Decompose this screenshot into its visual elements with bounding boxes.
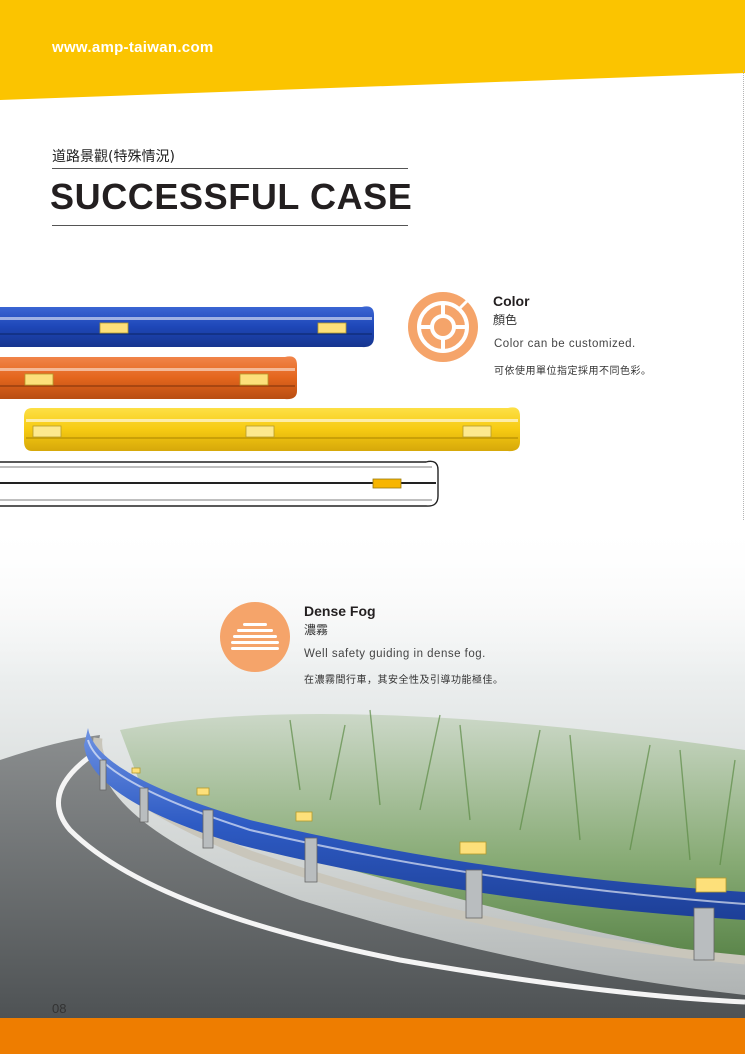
color-feature-description-zh: 可依使用單位指定採用不同色彩。 bbox=[494, 366, 652, 377]
fog-icon bbox=[220, 602, 290, 672]
guardrail-orange bbox=[0, 356, 297, 400]
color-feature-title: Color bbox=[493, 293, 530, 309]
fog-feature-description-zh: 在濃霧間行車，其安全性及引導功能極佳。 bbox=[304, 675, 504, 686]
header-band bbox=[0, 0, 745, 100]
color-feature-title-zh: 顏色 bbox=[493, 313, 518, 327]
dense-fog-road-photo bbox=[0, 520, 745, 1020]
guardrail-blue bbox=[0, 306, 374, 348]
title-rule-top bbox=[52, 168, 408, 169]
guardrail-yellow bbox=[24, 407, 520, 452]
footer-band bbox=[0, 1018, 745, 1054]
section-subtitle: 道路景觀(特殊情況) bbox=[52, 149, 175, 165]
page-title: SUCCESSFUL CASE bbox=[50, 176, 413, 217]
fog-feature-description: Well safety guiding in dense fog. bbox=[304, 648, 486, 660]
guardrail-white bbox=[0, 460, 439, 507]
guardrail-color-samples bbox=[0, 306, 520, 507]
palette-icon bbox=[408, 292, 478, 362]
color-feature-description: Color can be customized. bbox=[494, 338, 636, 350]
page-number: 08 bbox=[52, 1001, 67, 1016]
fog-feature-title-zh: 濃霧 bbox=[304, 623, 329, 637]
website-url[interactable]: www.amp-taiwan.com bbox=[52, 39, 214, 56]
fog-feature-title: Dense Fog bbox=[304, 603, 376, 619]
title-rule-bottom bbox=[52, 225, 408, 226]
